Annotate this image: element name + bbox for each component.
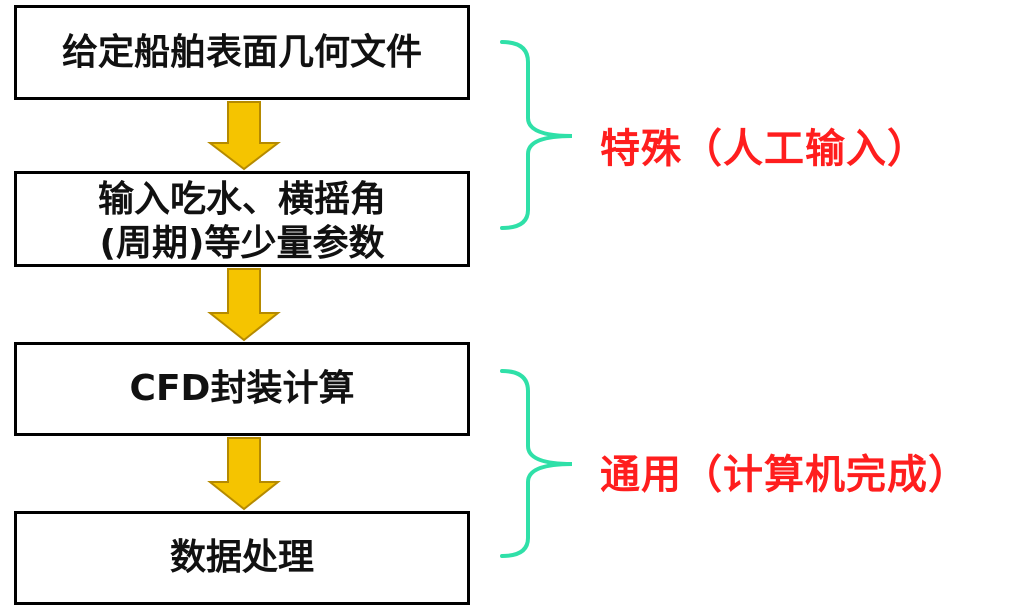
step-2-text-line2: (周期)等少量参数: [99, 223, 385, 264]
group-label-special: 特殊（人工输入）: [600, 126, 928, 172]
arrow-step1-to-step2: [207, 101, 281, 171]
step-1-text: 给定船舶表面几何文件: [61, 31, 422, 73]
arrow-step3-to-step4: [207, 437, 281, 511]
brace-general: [500, 369, 573, 558]
step-3-text: CFD封装计算: [129, 368, 355, 410]
step-box-2: 输入吃水、横摇角 (周期)等少量参数: [14, 171, 470, 267]
brace-special: [500, 40, 573, 230]
group-label-general: 通用（计算机完成）: [600, 452, 969, 498]
step-2-text-line1: 输入吃水、横摇角: [97, 179, 386, 221]
step-box-4: 数据处理: [14, 511, 470, 605]
step-4-text: 数据处理: [169, 537, 314, 579]
arrow-step2-to-step3: [207, 268, 281, 342]
step-box-3: CFD封装计算: [14, 342, 470, 436]
step-box-1: 给定船舶表面几何文件: [14, 5, 470, 100]
